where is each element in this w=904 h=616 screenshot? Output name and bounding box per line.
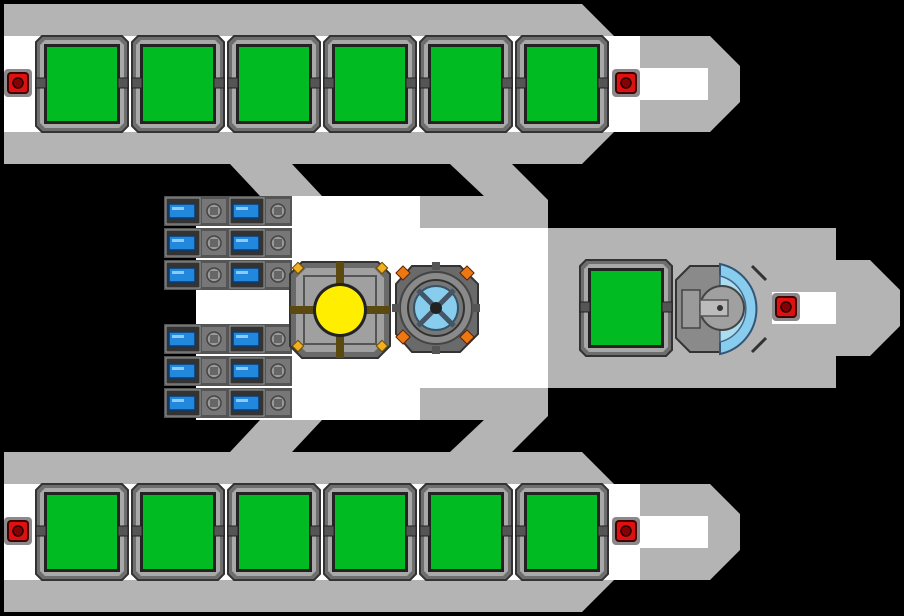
- battery-icon[interactable]: [163, 227, 229, 259]
- battery-bank-lower: [163, 323, 293, 419]
- thruster-icon[interactable]: [611, 68, 641, 98]
- battery-bank-upper: [163, 195, 293, 291]
- cargo-block[interactable]: [419, 35, 513, 133]
- battery-icon[interactable]: [163, 387, 229, 419]
- cargo-block[interactable]: [227, 35, 321, 133]
- cargo-block[interactable]: [515, 35, 609, 133]
- cargo-block[interactable]: [579, 259, 673, 357]
- sensor-dome-icon[interactable]: [675, 262, 768, 356]
- cargo-block[interactable]: [419, 483, 513, 581]
- battery-icon[interactable]: [227, 227, 293, 259]
- cargo-block[interactable]: [515, 483, 609, 581]
- cargo-block[interactable]: [131, 483, 225, 581]
- battery-icon[interactable]: [227, 259, 293, 291]
- cargo-block[interactable]: [227, 483, 321, 581]
- battery-icon[interactable]: [163, 323, 229, 355]
- cargo-block[interactable]: [35, 35, 129, 133]
- battery-icon[interactable]: [163, 195, 229, 227]
- cargo-block[interactable]: [323, 35, 417, 133]
- battery-icon[interactable]: [227, 195, 293, 227]
- cargo-block[interactable]: [35, 483, 129, 581]
- battery-icon[interactable]: [227, 387, 293, 419]
- thruster-icon[interactable]: [3, 516, 33, 546]
- battery-icon[interactable]: [227, 323, 293, 355]
- cargo-block[interactable]: [131, 35, 225, 133]
- gyroscope-icon[interactable]: [392, 262, 480, 354]
- battery-icon[interactable]: [163, 355, 229, 387]
- battery-icon[interactable]: [227, 355, 293, 387]
- thruster-icon[interactable]: [3, 68, 33, 98]
- cargo-block[interactable]: [323, 483, 417, 581]
- battery-icon[interactable]: [163, 259, 229, 291]
- thruster-icon[interactable]: [771, 292, 801, 322]
- thruster-icon[interactable]: [611, 516, 641, 546]
- reactor-icon[interactable]: [289, 261, 391, 359]
